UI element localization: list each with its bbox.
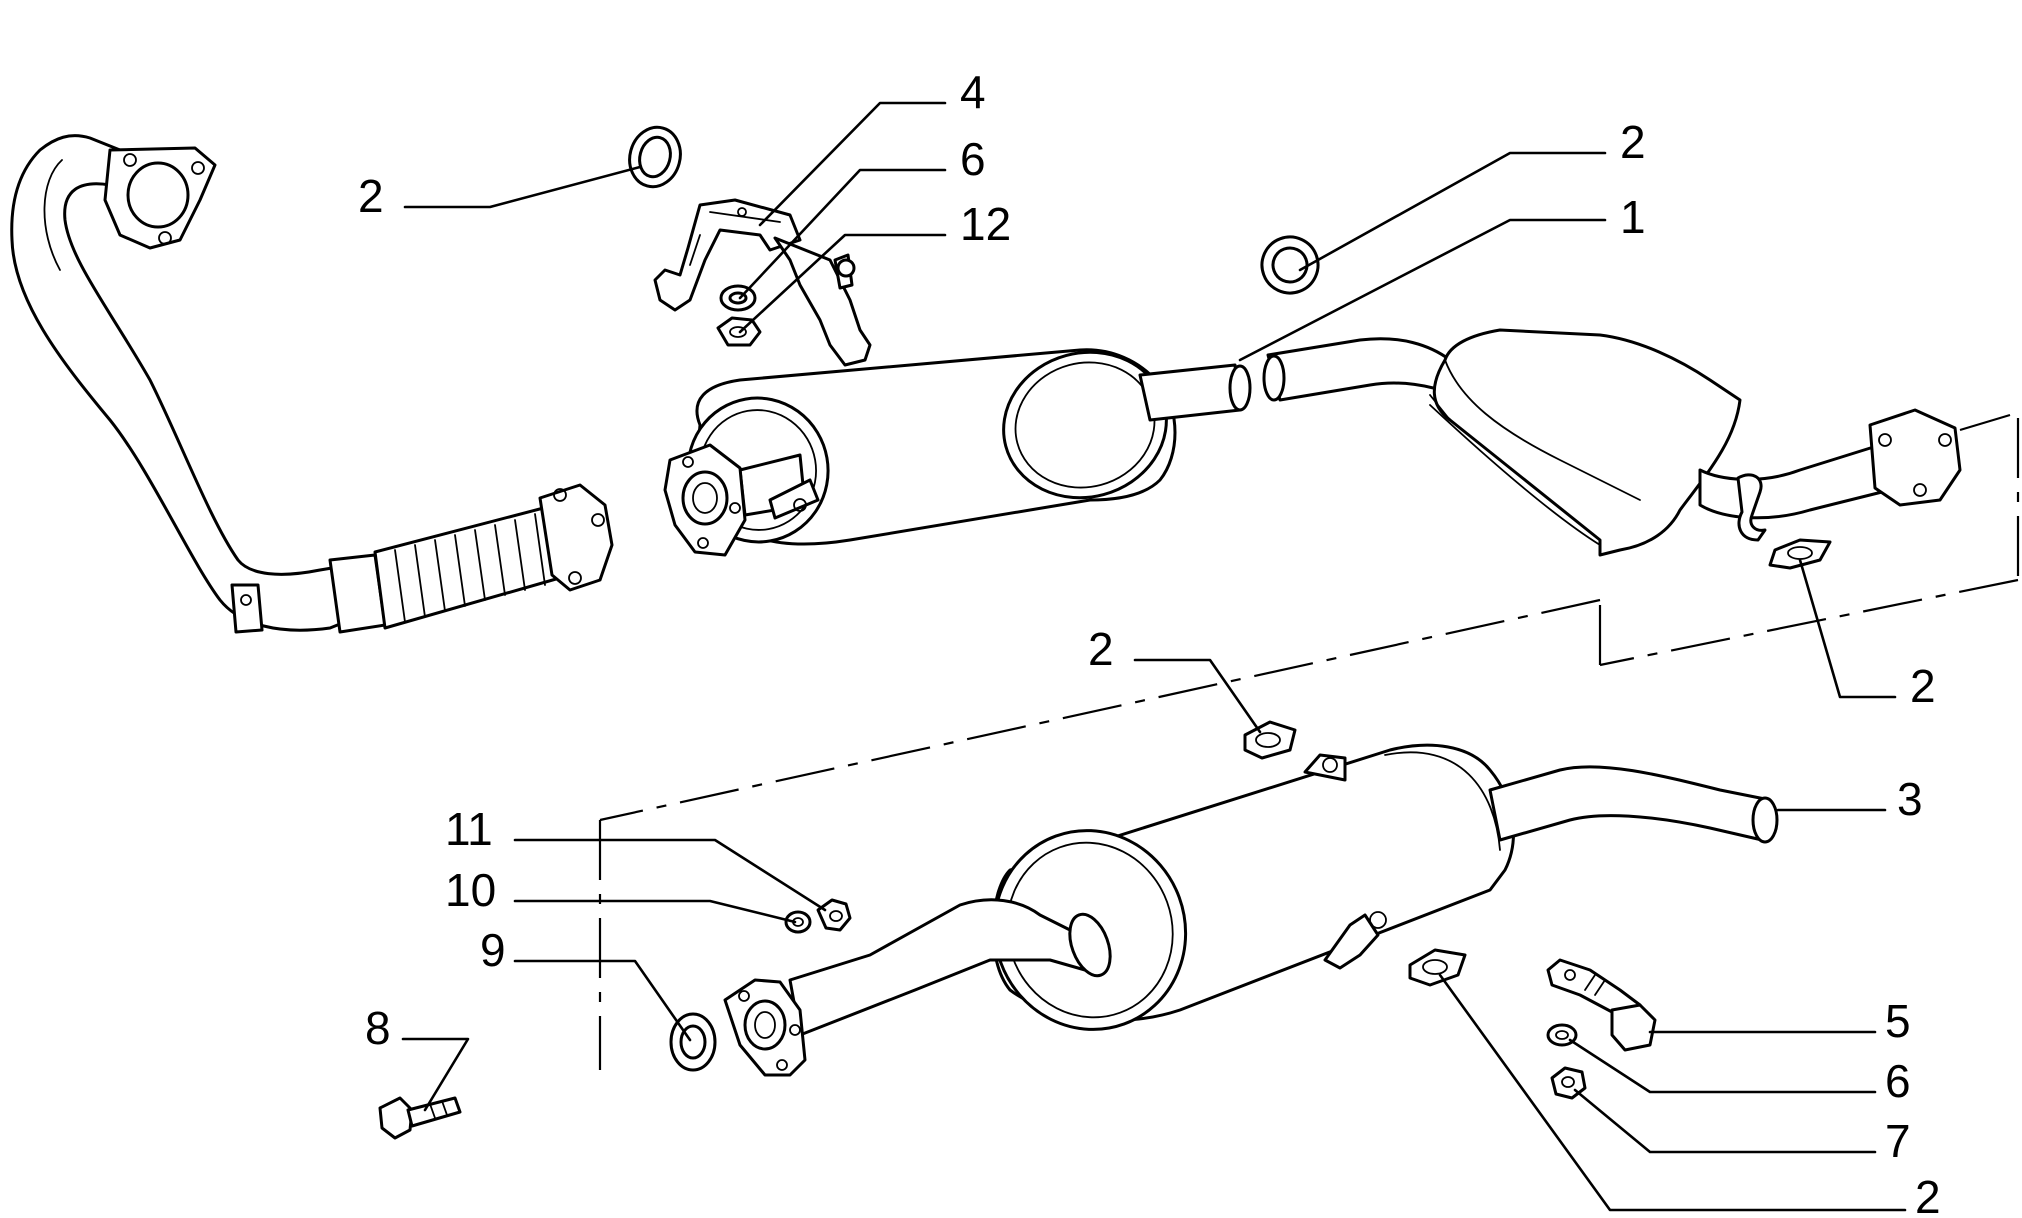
washer (784, 910, 812, 934)
gasket-ring (1243, 720, 1297, 760)
rear-silencer (723, 743, 1779, 1077)
callout-labels: 4 6 12 2 2 1 2 2 3 11 10 9 8 5 6 7 2 (358, 66, 1941, 1218)
middle-silencer (663, 348, 1252, 557)
gasket-ring (628, 125, 682, 189)
callout-6: 6 (1885, 1055, 1911, 1107)
callout-11: 11 (445, 803, 493, 855)
catalytic-converter-pipe (1262, 328, 1962, 557)
front-exhaust-pipe (10, 134, 614, 634)
washer (719, 284, 757, 312)
callout-12: 12 (960, 198, 1011, 250)
nut (816, 898, 852, 932)
callout-2: 2 (1088, 623, 1114, 675)
callout-7: 7 (1885, 1115, 1911, 1167)
gasket-ring (1768, 538, 1832, 570)
callout-8: 8 (365, 1002, 391, 1054)
callout-3: 3 (1897, 773, 1923, 825)
callout-1: 1 (1620, 191, 1646, 243)
gasket-ring (1260, 235, 1320, 295)
callout-2: 2 (1620, 116, 1646, 168)
callout-5: 5 (1885, 995, 1911, 1047)
callout-2: 2 (1910, 660, 1936, 712)
callout-10: 10 (445, 864, 496, 916)
callout-2: 2 (358, 170, 384, 222)
leader-lines (401, 101, 1907, 1212)
mounting-bracket (653, 198, 872, 367)
bolt (378, 1096, 462, 1140)
gasket-ring (1408, 948, 1467, 987)
callout-9: 9 (480, 924, 506, 976)
alignment-lines (598, 413, 2020, 1070)
callout-2: 2 (1915, 1171, 1941, 1218)
callout-6: 6 (960, 133, 986, 185)
callout-4: 4 (960, 66, 986, 118)
bracket (1546, 958, 1657, 1052)
